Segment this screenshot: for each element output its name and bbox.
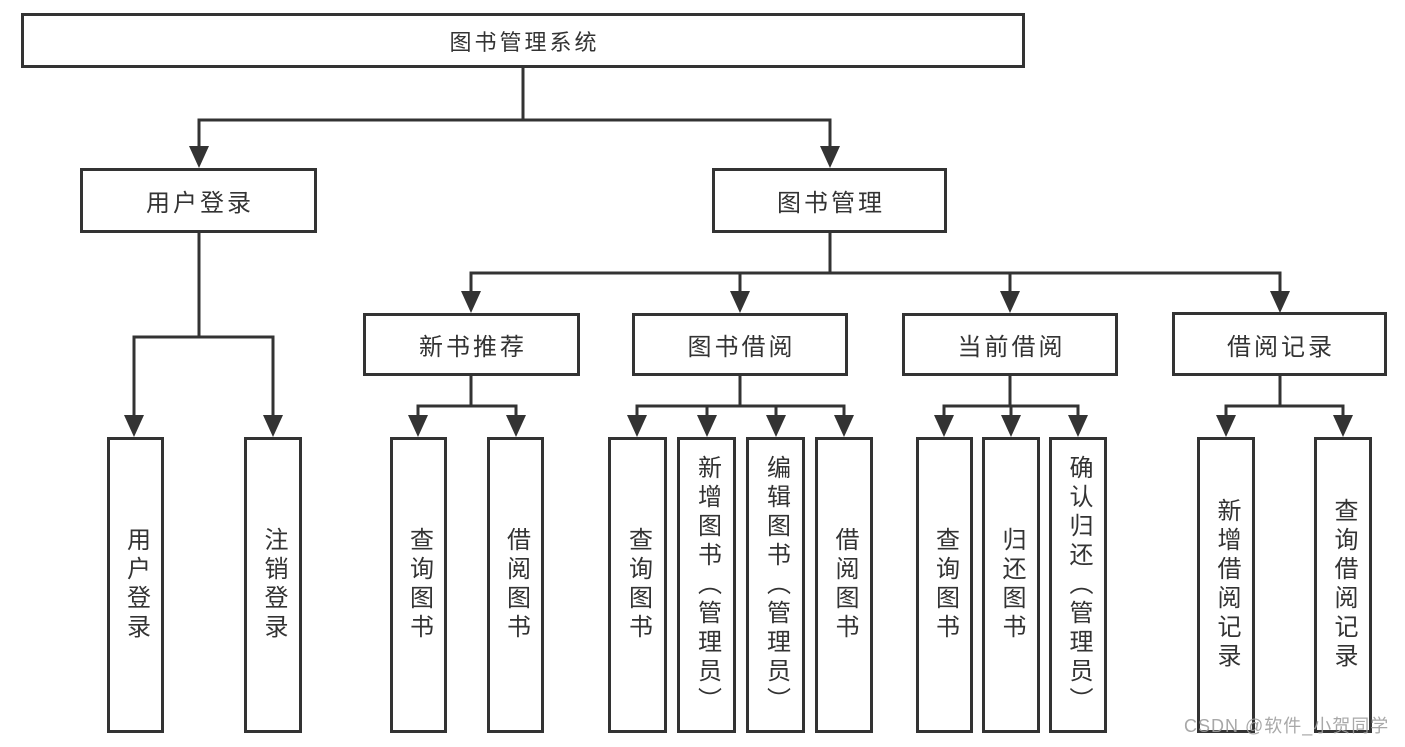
arrow-down-icon xyxy=(408,415,428,437)
leaf-label: 查询借阅记录 xyxy=(1330,498,1357,672)
leaf-bb-borrow-books: 借阅图书 xyxy=(815,437,873,733)
leaf-logout: 注销登录 xyxy=(244,437,302,733)
arrow-down-icon xyxy=(1001,415,1021,437)
arrow-down-icon xyxy=(263,415,283,437)
leaf-label: 查询图书 xyxy=(931,527,959,643)
leaf-label: 归还图书 xyxy=(998,527,1025,643)
node-book-borrow: 图书借阅 xyxy=(632,313,848,376)
arrow-down-icon xyxy=(461,291,481,313)
node-user-login: 用户登录 xyxy=(80,168,317,233)
connector-book-mgmt-to-level3 xyxy=(461,230,1290,313)
arrow-down-icon xyxy=(934,415,954,437)
node-book-management: 图书管理 xyxy=(712,168,947,233)
leaf-bb-add-books-admin: 新增图书（管理员） xyxy=(677,437,736,733)
leaf-label: 查询图书 xyxy=(624,527,652,643)
leaf-label: 借阅图书 xyxy=(502,527,530,643)
leaf-label: 确认归还（管理员） xyxy=(1065,454,1092,716)
arrow-down-icon xyxy=(627,415,647,437)
arrow-down-icon xyxy=(506,415,526,437)
leaf-nb-query-books: 查询图书 xyxy=(390,437,447,733)
leaf-user-login: 用户登录 xyxy=(107,437,164,733)
leaf-bb-query-books: 查询图书 xyxy=(608,437,667,733)
csdn-watermark: CSDN @软件_小贺同学 xyxy=(1184,716,1390,736)
connector-current-borrow-branch xyxy=(934,374,1088,437)
leaf-label: 编辑图书（管理员） xyxy=(762,454,790,716)
connector-book-borrow-branch xyxy=(627,374,854,437)
arrow-down-icon xyxy=(189,146,209,168)
connector-root-to-level2 xyxy=(189,65,840,168)
arrow-down-icon xyxy=(697,415,717,437)
connector-user-login-branch xyxy=(124,230,283,437)
arrow-down-icon xyxy=(766,415,786,437)
leaf-bb-edit-books-admin: 编辑图书（管理员） xyxy=(746,437,805,733)
leaf-cb-query-books: 查询图书 xyxy=(916,437,973,733)
leaf-nb-borrow-books: 借阅图书 xyxy=(487,437,544,733)
leaf-label: 新增借阅记录 xyxy=(1213,498,1240,672)
arrow-down-icon xyxy=(820,146,840,168)
leaf-br-add-record: 新增借阅记录 xyxy=(1197,437,1255,733)
arrow-down-icon xyxy=(1270,291,1290,313)
arrow-down-icon xyxy=(1216,415,1236,437)
leaf-label: 用户登录 xyxy=(122,527,150,643)
arrow-down-icon xyxy=(1000,291,1020,313)
arrow-down-icon xyxy=(730,291,750,313)
arrow-down-icon xyxy=(124,415,144,437)
node-root: 图书管理系统 xyxy=(21,13,1025,68)
node-current-borrow: 当前借阅 xyxy=(902,313,1118,376)
leaf-label: 注销登录 xyxy=(260,527,287,643)
node-borrow-records: 借阅记录 xyxy=(1172,312,1387,376)
arrow-down-icon xyxy=(1068,415,1088,437)
leaf-label: 借阅图书 xyxy=(831,527,858,643)
connector-borrow-records-branch xyxy=(1216,373,1353,437)
arrow-down-icon xyxy=(1333,415,1353,437)
leaf-cb-return-books: 归还图书 xyxy=(982,437,1040,733)
node-new-book-recommend: 新书推荐 xyxy=(363,313,580,376)
leaf-br-query-record: 查询借阅记录 xyxy=(1314,437,1372,733)
leaf-label: 新增图书（管理员） xyxy=(693,454,721,716)
arrow-down-icon xyxy=(834,415,854,437)
leaf-cb-confirm-return-admin: 确认归还（管理员） xyxy=(1049,437,1107,733)
leaf-label: 查询图书 xyxy=(405,527,433,643)
connector-new-books-branch xyxy=(408,374,526,437)
